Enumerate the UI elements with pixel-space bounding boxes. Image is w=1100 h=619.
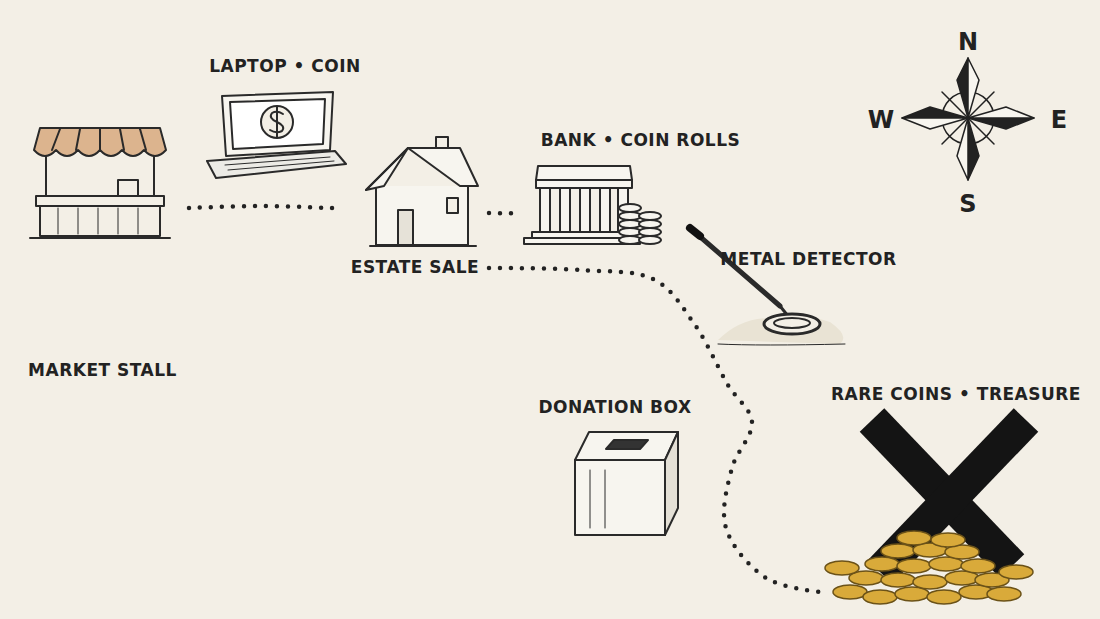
dotted-trail xyxy=(189,206,341,209)
stop-label: BANK • COIN ROLLS xyxy=(514,130,767,150)
map-stop: BANK • COIN ROLLS xyxy=(514,128,767,245)
coin-roll xyxy=(639,212,661,220)
stop-label: LAPTOP • COIN xyxy=(191,56,379,76)
gold-coin xyxy=(825,561,859,575)
dotted-trail xyxy=(489,211,514,216)
gold-coin xyxy=(927,590,961,604)
gold-coin xyxy=(863,590,897,604)
gold-coin xyxy=(987,587,1021,601)
house-icon xyxy=(366,137,478,246)
gold-coin xyxy=(865,557,899,571)
stop-label: DONATION BOX xyxy=(535,397,696,417)
coin-roll xyxy=(619,228,641,236)
gold-coin xyxy=(931,533,965,547)
compass-letter: N xyxy=(953,30,983,54)
gold-coin xyxy=(999,565,1033,579)
gold-coin xyxy=(881,544,915,558)
donation-box-icon xyxy=(575,432,678,535)
compass-rose xyxy=(902,58,1034,180)
metal-detector-icon xyxy=(690,228,845,345)
bank-icon xyxy=(524,166,661,244)
gold-coin xyxy=(897,531,931,545)
gold-coin xyxy=(881,573,915,587)
gold-coin xyxy=(961,559,995,573)
dotted-trail xyxy=(489,268,821,592)
compass-letter: S xyxy=(953,192,983,216)
gold-coin xyxy=(897,559,931,573)
coin-roll xyxy=(619,236,641,244)
map-stop: RARE COINS • TREASURE xyxy=(821,382,1091,608)
coin-roll xyxy=(639,228,661,236)
laptop-icon xyxy=(207,92,346,178)
stop-label: METAL DETECTOR xyxy=(678,249,939,269)
map-stop: LAPTOP • COIN xyxy=(191,52,379,180)
coin-roll xyxy=(639,220,661,228)
map-stop: DONATION BOX xyxy=(535,393,696,540)
stop-label: ESTATE SALE xyxy=(341,257,489,277)
compass-letter: W xyxy=(866,108,896,132)
map-stop: ESTATE SALE xyxy=(341,135,489,282)
coin-roll xyxy=(639,236,661,244)
map-stop: METAL DETECTOR xyxy=(678,222,939,348)
market-stall-icon xyxy=(30,128,170,238)
gold-coin xyxy=(913,575,947,589)
stop-label: RARE COINS • TREASURE xyxy=(821,384,1091,404)
treasure-icon xyxy=(825,420,1033,604)
coin-roll xyxy=(619,220,641,228)
stop-label: MARKET STALL xyxy=(16,360,189,380)
coin-roll xyxy=(619,204,641,212)
gold-coin xyxy=(833,585,867,599)
map-stop: MARKET STALL xyxy=(16,110,189,280)
compass-letter: E xyxy=(1044,108,1074,132)
coin-roll xyxy=(619,212,641,220)
